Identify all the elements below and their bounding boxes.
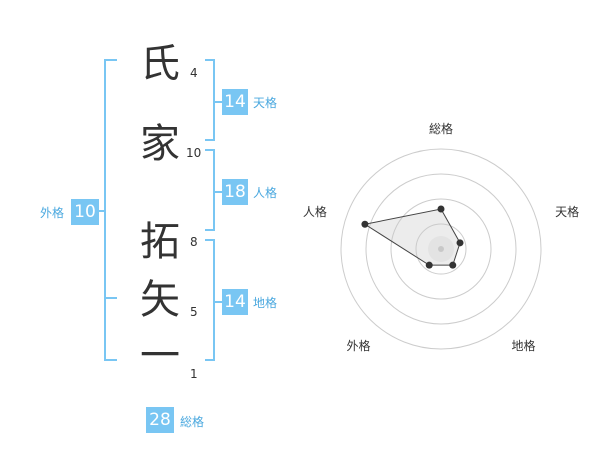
chikaku-value: 14 <box>222 289 248 315</box>
chikaku-bracket <box>205 239 215 361</box>
jinkaku-label: 人格 <box>253 186 278 200</box>
chikaku-label: 地格 <box>253 296 278 310</box>
jinkaku-bracket <box>205 149 215 231</box>
name-char-4: 矢 <box>140 277 180 323</box>
radar-point-2 <box>456 239 464 247</box>
stroke-count-1: 4 <box>190 66 198 80</box>
stroke-count-5: 1 <box>190 367 198 381</box>
radar-point-5 <box>361 220 369 228</box>
radar-ring <box>340 148 542 350</box>
tenkaku-label: 天格 <box>253 96 278 110</box>
tenkaku-bracket <box>205 59 215 141</box>
radar-axis-label-5: 人格 <box>303 204 327 219</box>
jinkaku-value: 18 <box>222 179 248 205</box>
radar-axis-label-3: 地格 <box>512 338 536 353</box>
stroke-count-2: 10 <box>186 146 202 160</box>
tenkaku-value: 14 <box>222 89 248 115</box>
soukaku-value: 28 <box>146 407 174 433</box>
radar-ring <box>415 223 467 275</box>
radar-point-3 <box>449 261 457 269</box>
radar-polygon <box>363 208 461 266</box>
radar-ring <box>365 173 517 325</box>
name-char-2: 家 <box>140 121 180 167</box>
radar-axis-label-1: 総格 <box>429 121 453 136</box>
gaikaku-label: 外格 <box>40 206 65 220</box>
stroke-count-3: 8 <box>190 235 198 249</box>
name-char-3: 拓 <box>140 219 180 265</box>
radar-axis-label-4: 外格 <box>346 338 370 353</box>
name-char-1: 氏 <box>140 41 180 87</box>
gaikaku-value: 10 <box>71 199 99 225</box>
radar-ring <box>390 198 492 300</box>
soukaku-label: 総格 <box>180 415 205 429</box>
radar-point-1 <box>437 205 445 213</box>
radar-center-dot <box>438 246 444 252</box>
radar-axis-label-2: 天格 <box>555 204 579 219</box>
radar-point-4 <box>425 261 433 269</box>
stroke-count-4: 5 <box>190 305 198 319</box>
name-char-5: 一 <box>140 333 180 379</box>
